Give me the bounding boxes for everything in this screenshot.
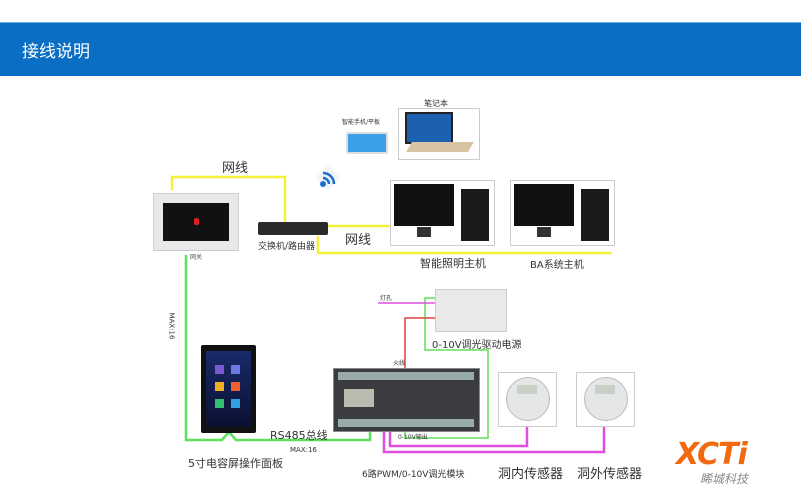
gateway-device [153,193,239,251]
touch-panel [201,345,256,433]
yellow-wire-switch-pc2 [316,236,612,255]
green-wire-driver [404,297,489,439]
dimming-driver [435,289,507,332]
lighting-host-label: 智能照明主机 [420,257,486,270]
gateway-label: 网关 [190,254,203,261]
outer-sensor [576,372,635,427]
red-wire-live [404,317,440,368]
dimming-module [333,368,480,432]
switch-label: 交换机/路由器 [258,242,316,252]
max-vertical-label: MAX:16 [167,312,176,340]
switch-device [258,222,328,235]
net-cable-label: 网线 [222,161,249,176]
module-label: 6路PWM/0-10V调光模块 [362,470,465,480]
pink-wire-sensor-in [388,425,529,448]
ba-host-pc [510,180,615,246]
phone-label: 智能手机/平板 [342,119,381,126]
laptop-device [398,108,480,160]
laptop-label: 笔记本 [424,99,448,108]
output-label: 0-10V输出 [398,434,428,441]
lighting-host-pc [390,180,495,246]
logo-brand: XCTi [676,437,748,472]
live-label: 火线 [393,360,406,367]
outer-sensor-label: 洞外传感器 [577,467,643,482]
page-title: 接线说明 [22,42,90,62]
inner-sensor-label: 洞内传感器 [498,467,564,482]
driver-label: 0-10V调光驱动电源 [432,340,522,351]
company-logo: XCTi 睎城科技 [676,440,776,490]
inner-sensor [498,372,557,427]
rs485-label: RS485总线 [270,429,328,442]
pink-wire-sensor-out [382,425,606,454]
wifi-icon [313,163,343,193]
header-bar: 接线说明 [0,22,801,76]
ba-host-label: BA系统主机 [530,260,584,271]
yellow-wire-gateway-switch [170,175,287,222]
net-cable-label: 网线 [345,233,372,248]
lamp-label: 灯孔 [380,295,393,302]
logo-company: 睎城科技 [700,472,749,486]
max-bus-label: MAX:16 [290,446,317,454]
tablet-device [346,132,388,154]
panel-label: 5寸电容屏操作面板 [188,457,283,470]
